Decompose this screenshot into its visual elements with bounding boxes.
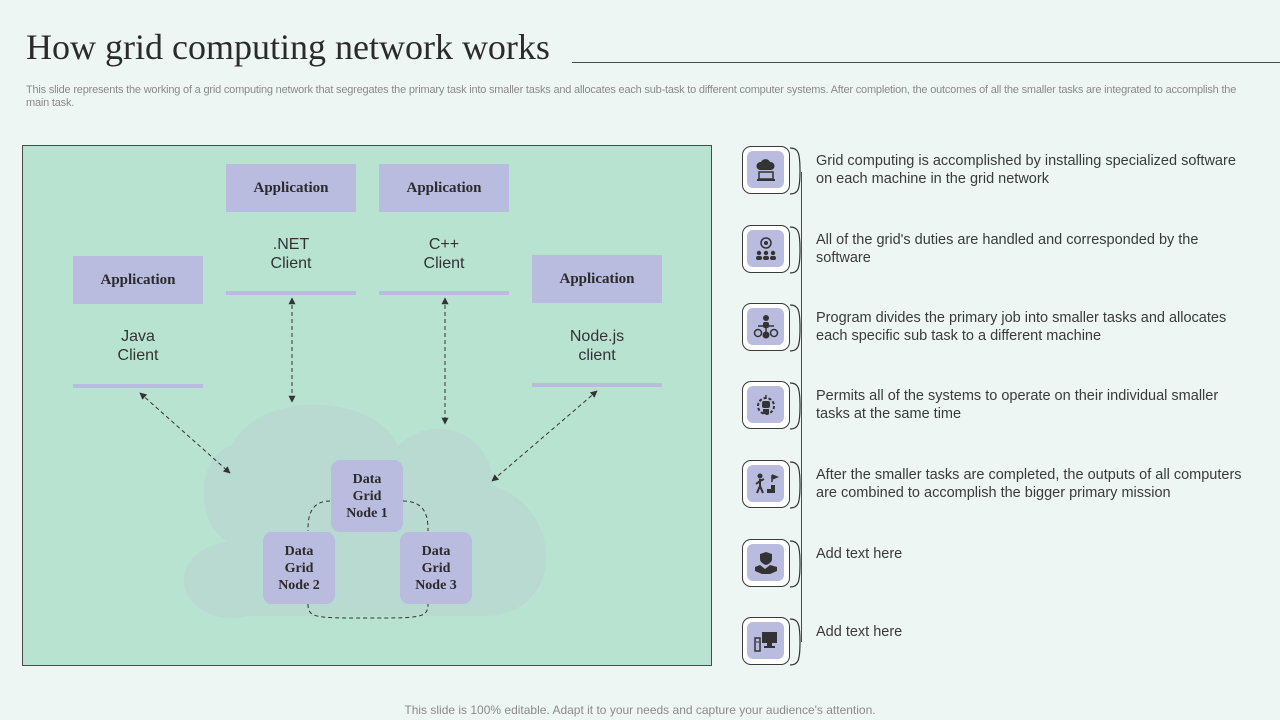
- node-1-line-3: Node 1: [346, 505, 388, 521]
- nodejs-application-box: Application: [532, 255, 662, 303]
- footer-note: This slide is 100% editable. Adapt it to…: [404, 703, 876, 717]
- step-1-text: Grid computing is accomplished by instal…: [816, 153, 1236, 187]
- node-2-line-2: Grid: [284, 560, 314, 576]
- step-3-icon-frame: [742, 303, 790, 351]
- cpp-application-box: Application: [379, 164, 509, 212]
- data-grid-node-2: Data Grid Node 2: [263, 532, 335, 604]
- node-3-line-3: Node 3: [415, 577, 457, 593]
- grid-network-diagram: Application Java Client Application .NET…: [22, 145, 712, 666]
- team-target-icon: [755, 236, 776, 260]
- step-item-4: Permits all of the systems to operate on…: [742, 381, 1262, 433]
- step-5-brace: [790, 461, 801, 509]
- arrow-java-client: [139, 392, 231, 474]
- title-divider: [572, 62, 1280, 63]
- cpp-client-rule: [379, 291, 509, 295]
- net-client-rule: [226, 291, 356, 295]
- net-application-box: Application: [226, 164, 356, 212]
- step-4-icon-frame: [742, 381, 790, 429]
- cloud-laptop-icon: [755, 158, 775, 181]
- node-dashed-link-right: [402, 500, 429, 532]
- step-item-3: Program divides the primary job into sma…: [742, 303, 1262, 355]
- node-3-line-1: Data: [421, 543, 451, 559]
- step-6-text: Add text here: [816, 546, 903, 562]
- step-3-brace: [790, 304, 801, 352]
- step-item-1: Grid computing is accomplished by instal…: [742, 146, 1262, 198]
- step-7-brace: [790, 618, 801, 666]
- step-1-icon-frame: [742, 146, 790, 194]
- step-item-6: Add text here: [742, 539, 1262, 591]
- step-1-brace: [790, 147, 801, 195]
- data-grid-node-1: Data Grid Node 1: [331, 460, 403, 532]
- net-client-label: .NET Client: [270, 236, 312, 272]
- node-dashed-link-bottom: [307, 603, 429, 619]
- data-grid-node-3: Data Grid Node 3: [400, 532, 472, 604]
- step-5-icon-frame: [742, 460, 790, 508]
- node-2-line-3: Node 2: [278, 577, 320, 593]
- handshake-shield-icon: [754, 551, 777, 574]
- java-client-label: Java Client: [117, 328, 159, 364]
- step-item-5: After the smaller tasks are completed, t…: [742, 460, 1262, 512]
- step-4-brace: [790, 382, 801, 430]
- cpp-client-label: C++ Client: [423, 236, 465, 272]
- node-dashed-link-left: [307, 500, 331, 532]
- step-3-text: Program divides the primary job into sma…: [816, 310, 1227, 344]
- step-4-text: Permits all of the systems to operate on…: [816, 388, 1219, 422]
- java-application-box: Application: [73, 256, 203, 304]
- nodejs-client-label: Node.js client: [569, 328, 625, 364]
- task-distribution-icon: [753, 314, 778, 338]
- steps-connector-line: [801, 172, 802, 642]
- step-6-brace: [790, 540, 801, 588]
- step-item-7: Add text here: [742, 617, 1262, 669]
- java-client-rule: [73, 384, 203, 388]
- robot-gear-icon: [756, 394, 775, 415]
- node-1-line-2: Grid: [352, 488, 382, 504]
- step-5-text: After the smaller tasks are completed, t…: [816, 467, 1242, 501]
- step-2-icon-frame: [742, 225, 790, 273]
- page-subtitle: This slide represents the working of a g…: [26, 84, 1237, 109]
- step-7-icon-frame: [742, 617, 790, 665]
- node-3-line-2: Grid: [421, 560, 451, 576]
- node-2-line-1: Data: [284, 543, 314, 559]
- nodejs-client-rule: [532, 383, 662, 387]
- arrow-nodejs-client: [491, 390, 598, 482]
- step-6-icon-frame: [742, 539, 790, 587]
- step-2-text: All of the grid's duties are handled and…: [816, 232, 1199, 266]
- step-item-2: All of the grid's duties are handled and…: [742, 225, 1262, 277]
- computer-network-icon: [753, 631, 777, 652]
- diagram-connectors: [139, 297, 598, 619]
- node-1-line-1: Data: [352, 471, 382, 487]
- page-title: How grid computing network works: [26, 27, 550, 67]
- step-2-brace: [790, 226, 801, 274]
- person-goal-icon: [754, 473, 779, 493]
- step-7-text: Add text here: [816, 624, 903, 640]
